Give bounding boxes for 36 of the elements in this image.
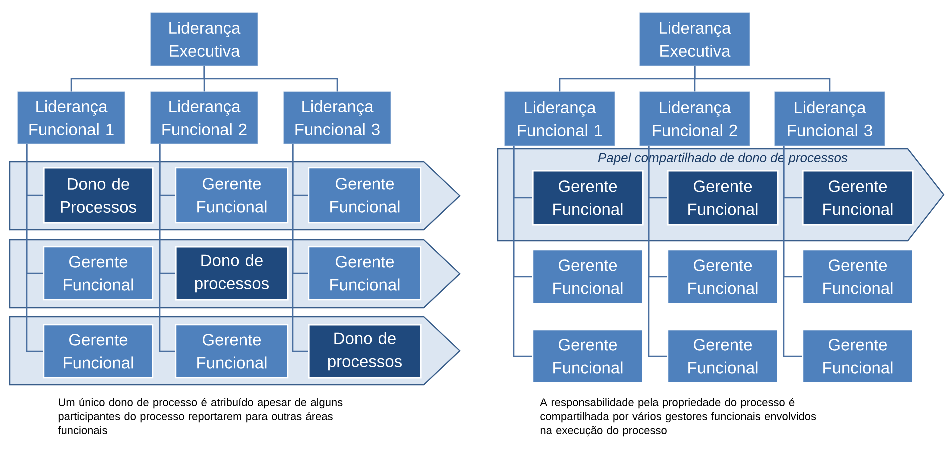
caption: A responsabilidade pela propriedade do processo é compartilhada por vários gestores funcionais envolvidos na execução do processo [540, 398, 816, 437]
leadership-box: Liderança Funcional 2 [640, 92, 750, 146]
leadership-box: Liderança Funcional 1 [504, 92, 616, 146]
manager-box: Gerente Funcional [532, 249, 644, 305]
manager-box: Gerente Funcional [175, 324, 289, 379]
owner-box: Dono de processos [308, 324, 422, 379]
caption: Um único dono de processo é atribuído apesar de alguns participantes do processo reportarem para outras áreas funcionais [58, 398, 343, 434]
owner-box: Gerente Funcional [667, 170, 779, 226]
connector-line [648, 146, 668, 358]
leadership-box: Liderança Executiva [150, 12, 258, 66]
leadership-box: Liderança Executiva [640, 12, 750, 66]
owner-box: Gerente Funcional [532, 170, 644, 226]
manager-box: Gerente Funcional [175, 167, 289, 224]
manager-box: Gerente Funcional [308, 167, 422, 224]
manager-box: Gerente Funcional [43, 246, 154, 301]
owner-box: Gerente Funcional [802, 170, 914, 226]
connector-line [26, 144, 44, 352]
manager-box: Gerente Funcional [43, 324, 154, 379]
connector-line [292, 144, 308, 352]
manager-box: Gerente Funcional [532, 329, 644, 384]
owner-box: Dono de Processos [43, 167, 154, 224]
connector-line [694, 66, 831, 92]
leadership-box: Liderança Funcional 1 [18, 92, 126, 144]
leadership-box: Liderança Funcional 2 [150, 92, 258, 144]
owner-box: Dono de processos [175, 246, 289, 301]
connector-line [159, 144, 176, 352]
leadership-box: Liderança Funcional 3 [774, 92, 886, 146]
manager-box: Gerente Funcional [308, 246, 422, 301]
manager-box: Gerente Funcional [802, 249, 914, 305]
manager-box: Gerente Funcional [667, 329, 779, 384]
connector-line [513, 146, 532, 358]
connector-line [204, 66, 338, 92]
leadership-box: Liderança Funcional 3 [284, 92, 392, 144]
manager-box: Gerente Funcional [802, 329, 914, 384]
manager-box: Gerente Funcional [667, 249, 779, 305]
connector-line [783, 146, 802, 358]
